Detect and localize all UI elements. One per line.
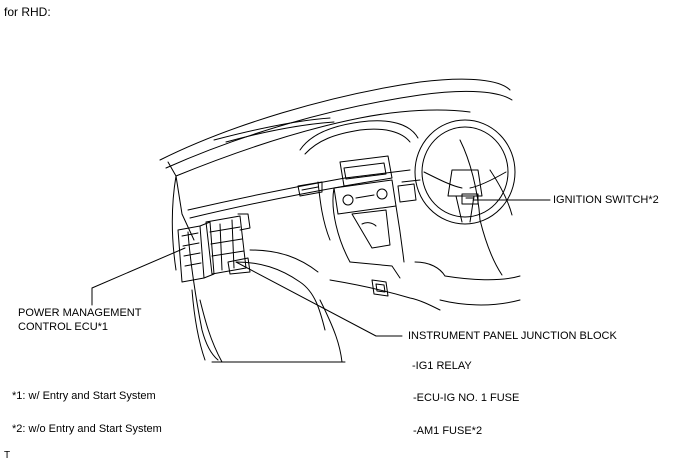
dashboard-outline: [159, 78, 521, 363]
footnote-2: *2: w/o Entry and Start System: [12, 423, 162, 435]
label-ecu-ig-fuse: -ECU-IG NO. 1 FUSE: [413, 392, 520, 404]
label-ignition-switch: IGNITION SWITCH*2: [553, 194, 659, 206]
label-pm-ecu-line2: CONTROL ECU*1: [18, 321, 109, 333]
label-ip-junction-block: INSTRUMENT PANEL JUNCTION BLOCK: [408, 330, 617, 342]
ecu-module-icon: [177, 221, 215, 283]
junction-block-icon: [205, 213, 251, 275]
label-am1-fuse: -AM1 FUSE*2: [413, 425, 483, 437]
label-ig1-relay: -IG1 RELAY: [412, 360, 472, 372]
label-pm-ecu-line1: POWER MANAGEMENT: [18, 307, 142, 319]
center-console: [297, 120, 421, 263]
footnote-1: *1: w/ Entry and Start System: [12, 390, 156, 402]
corner-mark: T: [4, 450, 11, 461]
leader-lines: [91, 199, 551, 337]
steering-wheel-icon: [414, 119, 516, 225]
page-heading: for RHD:: [4, 5, 51, 19]
